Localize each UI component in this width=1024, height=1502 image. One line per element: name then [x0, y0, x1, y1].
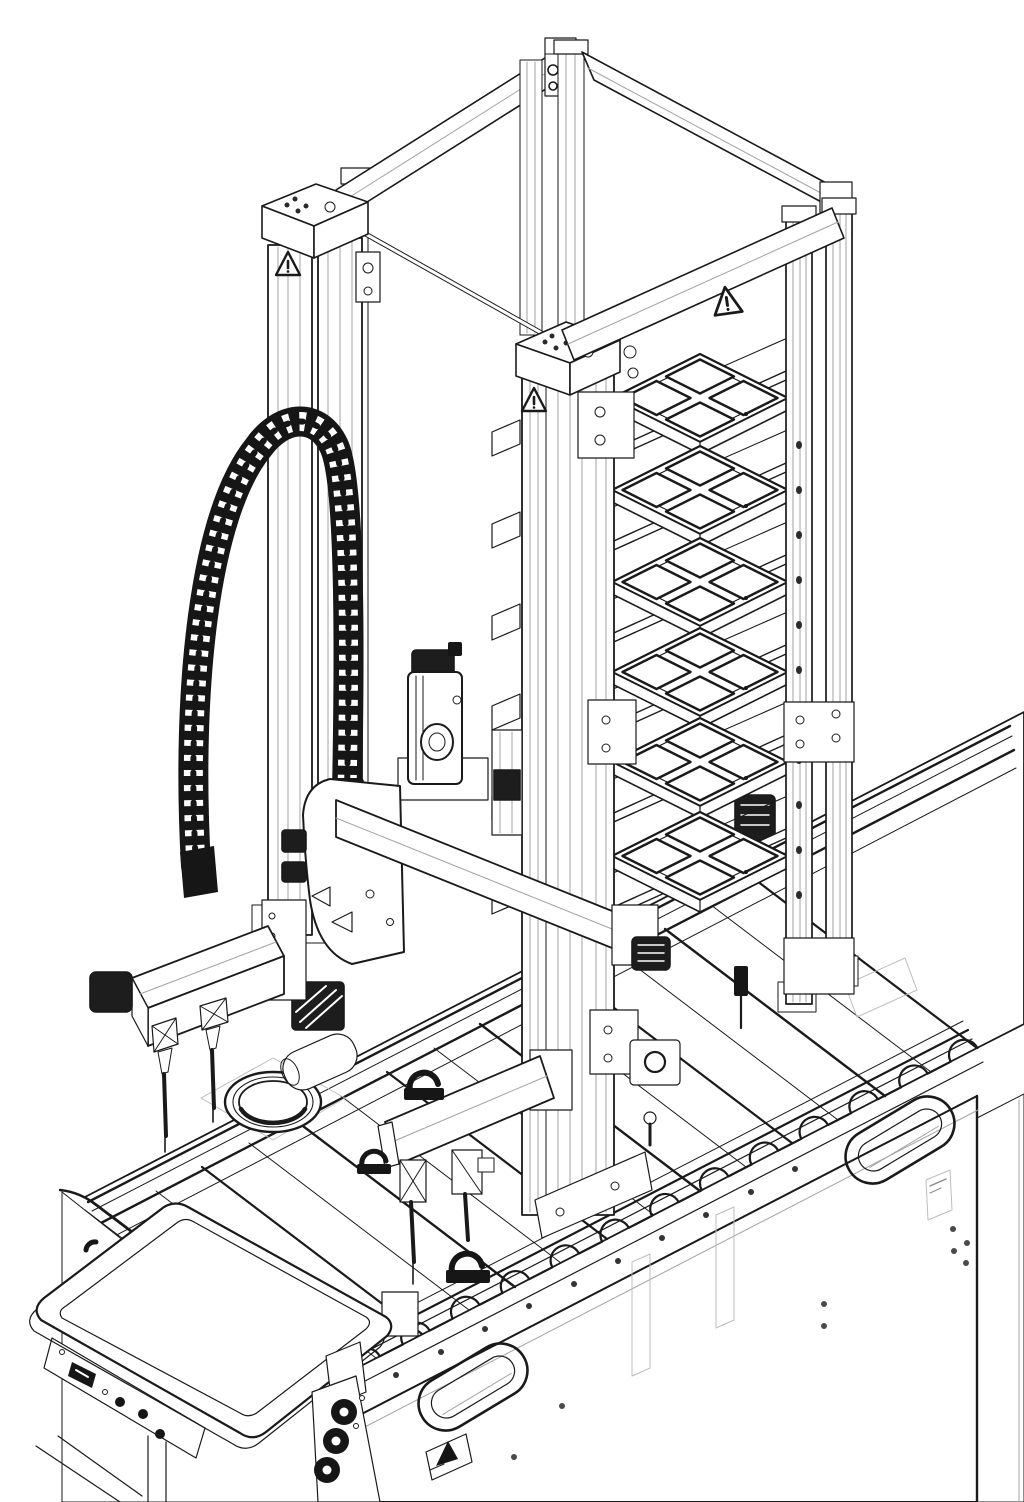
probe-2: [199, 997, 229, 1123]
hmi-button: [138, 1409, 148, 1419]
cable-clamps: [357, 1069, 490, 1283]
cylinder-module: [280, 1033, 358, 1091]
rear-frame: [318, 37, 853, 879]
power-socket: [323, 1428, 349, 1454]
probe-3: [399, 1159, 427, 1285]
table-modules: [280, 936, 748, 1147]
lift-carriage: [281, 642, 659, 1031]
rack-top-beam: [561, 207, 845, 379]
cantilever-arm-left: [89, 899, 307, 1153]
hmi-button: [155, 1429, 165, 1439]
scalloped-edge: [328, 1038, 979, 1384]
sensor-post: [734, 966, 748, 1030]
hmi-button: [115, 1397, 125, 1407]
warning-label-bottom: [425, 1433, 473, 1481]
handle-cutout-right: [844, 1095, 956, 1185]
handle-cutout-front: [417, 1342, 529, 1432]
usb-port: [68, 1362, 96, 1388]
hmi-port-panel: [43, 1337, 206, 1459]
stopper-module: [629, 1039, 681, 1147]
right-rack-columns: [777, 197, 859, 1013]
probe-4: [451, 1149, 495, 1242]
conveyor-motor-module: [631, 936, 671, 971]
cabinet-screws: [511, 1226, 970, 1460]
type-label-sticker: [925, 1169, 953, 1221]
drive-motor: [407, 642, 463, 785]
storage-rack: [491, 335, 807, 930]
probe-1: [151, 1017, 179, 1153]
power-socket-panel: [311, 1341, 381, 1502]
power-socket: [331, 1399, 357, 1425]
touchscreen-display: [59, 1218, 371, 1417]
power-socket: [314, 1457, 340, 1483]
hmi-assembly: [29, 1202, 419, 1502]
cantilever-arm-mid: [357, 1049, 573, 1285]
